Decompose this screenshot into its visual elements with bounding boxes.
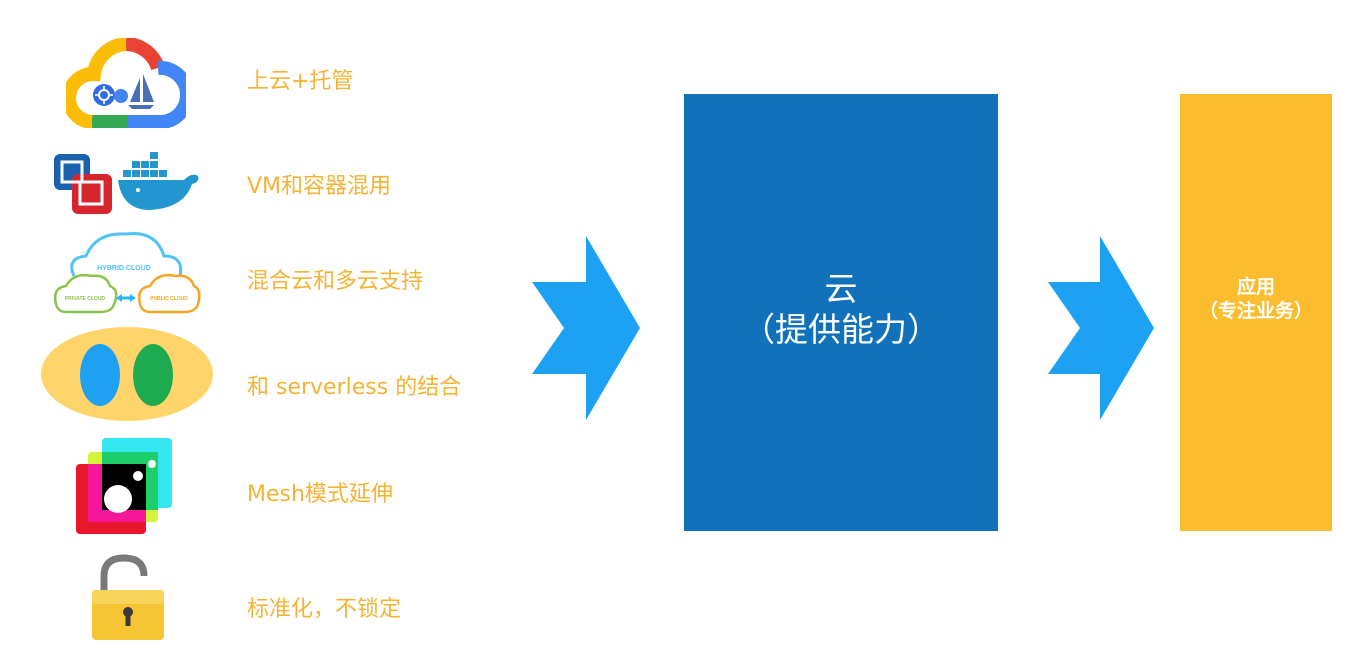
- feature-label: 混合云和多云支持: [247, 269, 424, 294]
- serverless-icon: [40, 326, 214, 422]
- feature-label: VM和容器混用: [247, 174, 392, 199]
- feature-label: 标准化，不锁定: [247, 597, 402, 622]
- feature-label: 上云+托管: [247, 69, 354, 94]
- public-cloud-label: PUBLIC CLOUD: [150, 296, 188, 302]
- vm-docker-icon: [52, 150, 202, 216]
- cloud-box-subtitle: （提供能力）: [742, 309, 940, 349]
- open-lock-icon: [88, 552, 168, 644]
- feature-label: 和 serverless 的结合: [247, 375, 462, 400]
- flow-arrow: [532, 236, 640, 420]
- mesh-icon: [74, 436, 174, 536]
- app-box-title: 应用: [1236, 275, 1275, 298]
- application-box: 应用 （专注业务）: [1180, 94, 1332, 531]
- hybrid-cloud-label: HYBRID CLOUD: [97, 265, 151, 272]
- hybrid-cloud-icon: HYBRID CLOUD PRIVATE CLOUD PUBLIC CLOUD: [52, 228, 202, 318]
- google-cloud-kubernetes-icon: [62, 37, 194, 129]
- feature-label: Mesh模式延伸: [247, 482, 393, 507]
- flow-arrow: [1048, 236, 1154, 420]
- private-cloud-label: PRIVATE CLOUD: [65, 296, 105, 302]
- cloud-box-title: 云: [824, 268, 858, 308]
- app-box-subtitle: （专注业务）: [1198, 299, 1313, 322]
- cloud-capability-box: 云 （提供能力）: [684, 94, 998, 531]
